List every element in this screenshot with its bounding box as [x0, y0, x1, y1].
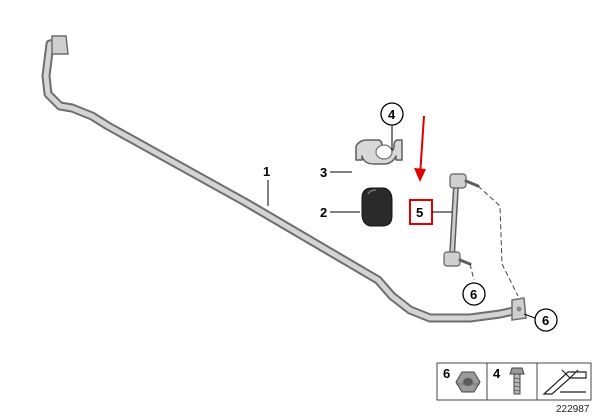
callout-5[interactable]: 5 — [409, 199, 452, 225]
drawing-number: 222987 — [556, 404, 590, 415]
callout-5-label: 5 — [416, 205, 423, 220]
view-direction-icon — [542, 369, 587, 395]
stabilizer-bar — [41, 35, 527, 323]
bolt-icon — [509, 367, 525, 395]
callout-3[interactable]: 3 — [320, 165, 352, 180]
legend-bolt-label: 4 — [493, 366, 501, 381]
callout-6-upper[interactable]: 6 — [462, 282, 486, 306]
stabilizer-bracket — [355, 139, 403, 165]
callout-6-upper-label: 6 — [470, 287, 477, 302]
callout-1[interactable]: 1 — [263, 164, 270, 206]
callout-2[interactable]: 2 — [320, 205, 360, 220]
dashed-guide-lines — [469, 185, 519, 297]
callout-6-lower-label: 6 — [542, 313, 549, 328]
callout-1-label: 1 — [263, 164, 270, 179]
callout-6-lower[interactable]: 6 — [523, 308, 558, 332]
stabilizer-link — [443, 173, 480, 267]
callout-4-label: 4 — [388, 107, 396, 122]
callout-3-label: 3 — [320, 165, 327, 180]
hex-nut-icon — [455, 371, 481, 393]
hardware-legend: 6 4 — [436, 362, 592, 401]
highlight-arrow-icon — [414, 115, 426, 182]
callout-2-label: 2 — [320, 205, 327, 220]
legend-nut-label: 6 — [443, 366, 450, 381]
callout-4[interactable]: 4 — [380, 102, 404, 150]
rubber-bushing — [361, 187, 393, 227]
